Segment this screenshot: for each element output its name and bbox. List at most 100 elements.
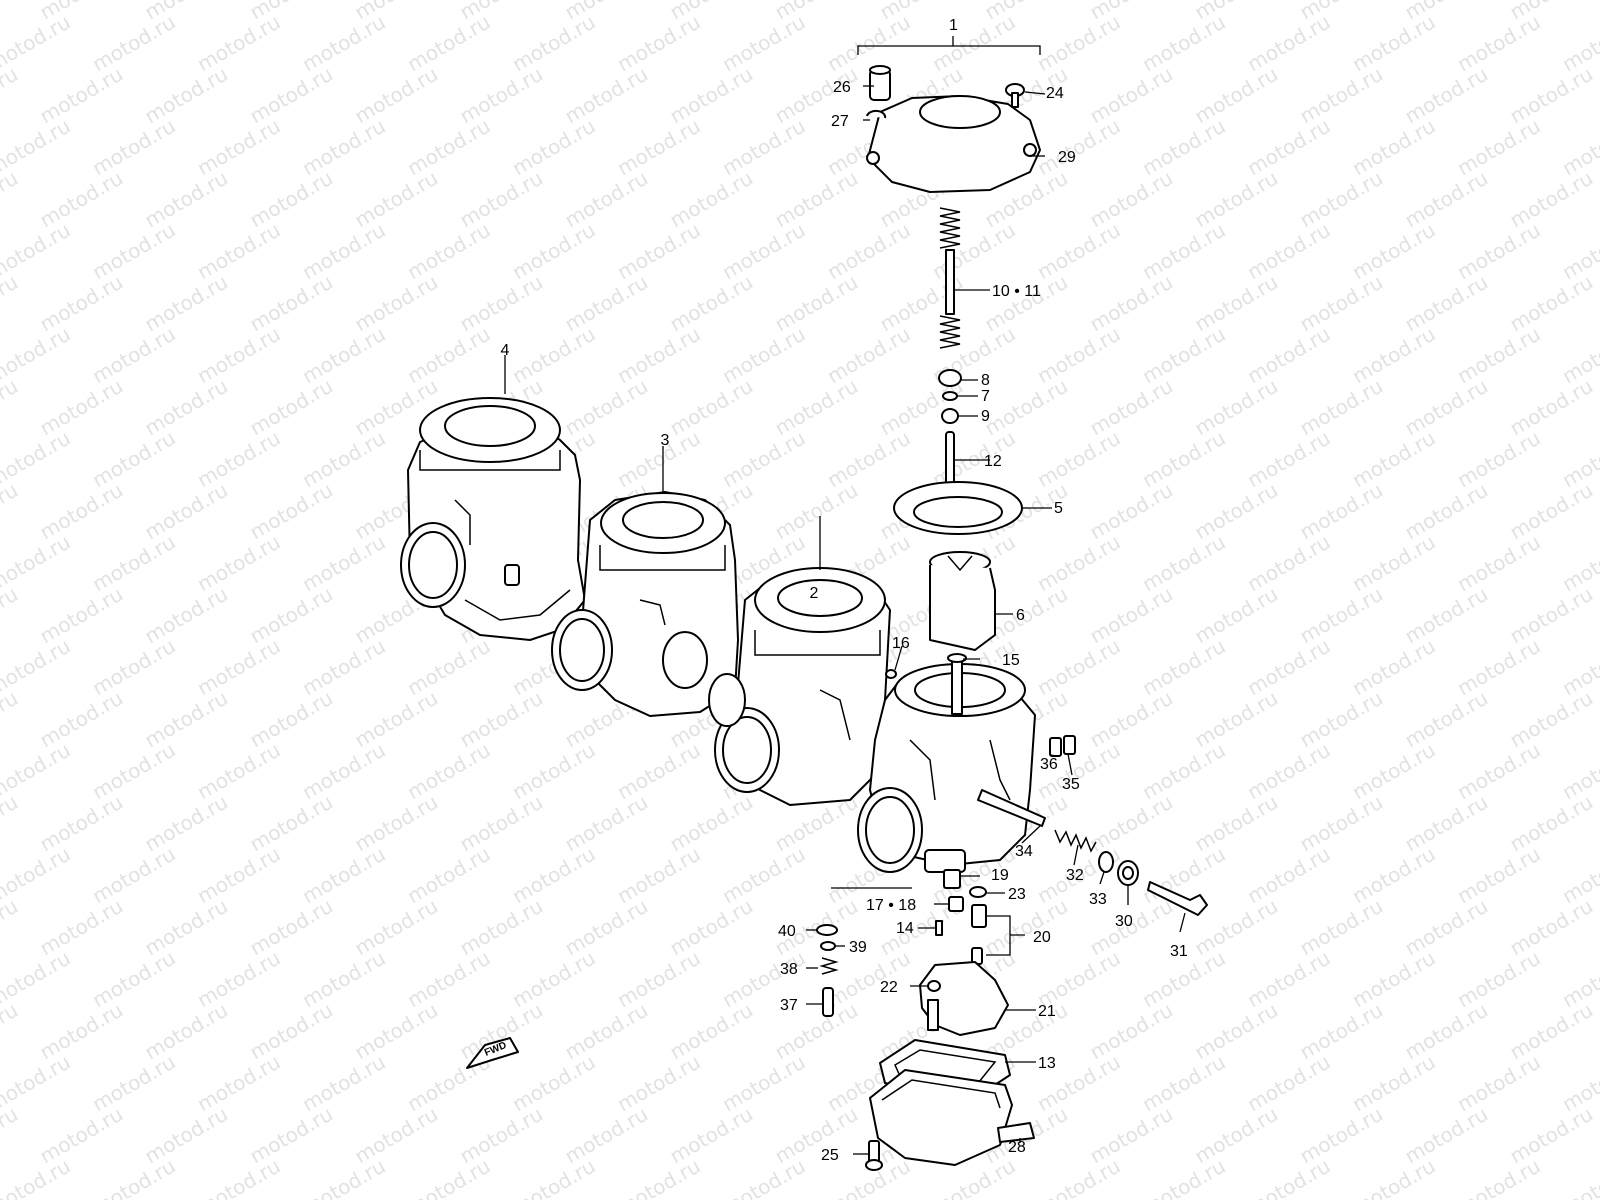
callout-27: 27: [831, 113, 849, 130]
watermark-text: motod.ru: [1191, 62, 1282, 129]
watermark-text: motod.ru: [508, 1154, 599, 1200]
callout-7: 7: [981, 388, 990, 405]
watermark-text: motod.ru: [193, 634, 284, 701]
watermark-text: motod.ru: [1138, 634, 1229, 701]
watermark-text: motod.ru: [1506, 374, 1597, 441]
watermark-text: motod.ru: [1453, 738, 1544, 805]
watermark-text: motod.ru: [1243, 10, 1334, 77]
watermark-text: motod.ru: [298, 738, 389, 805]
watermark-text: motod.ru: [403, 10, 494, 77]
callout-4: 4: [501, 342, 510, 359]
watermark-text: motod.ru: [1191, 790, 1282, 857]
watermark-text: motod.ru: [1243, 322, 1334, 389]
screw-24: [1005, 83, 1025, 108]
watermark-text: motod.ru: [1453, 1154, 1544, 1200]
watermark-text: motod.ru: [1453, 218, 1544, 285]
watermark-text: motod.ru: [1296, 62, 1387, 129]
watermark-text: motod.ru: [508, 842, 599, 909]
watermark-text: motod.ru: [1296, 998, 1387, 1065]
watermark-text: motod.ru: [1296, 478, 1387, 545]
watermark-text: motod.ru: [1296, 374, 1387, 441]
watermark-text: motod.ru: [1191, 582, 1282, 649]
watermark-text: motod.ru: [1086, 62, 1177, 129]
watermark-text: motod.ru: [1558, 1154, 1600, 1200]
top-cover-29: [866, 95, 1041, 193]
watermark-text: motod.ru: [351, 1102, 442, 1169]
watermark-text: motod.ru: [718, 1154, 809, 1200]
watermark-text: motod.ru: [1086, 582, 1177, 649]
watermark-text: motod.ru: [1086, 374, 1177, 441]
watermark-text: motod.ru: [1033, 1154, 1124, 1200]
watermark-text: motod.ru: [0, 1154, 74, 1200]
watermark-text: motod.ru: [508, 1050, 599, 1117]
watermark-text: motod.ru: [1401, 374, 1492, 441]
watermark-text: motod.ru: [1453, 322, 1544, 389]
watermark-text: motod.ru: [36, 790, 127, 857]
watermark-text: motod.ru: [1138, 1050, 1229, 1117]
watermark-text: motod.ru: [1401, 894, 1492, 961]
callout-20: 20: [1033, 929, 1051, 946]
watermark-text: motod.ru: [351, 686, 442, 753]
callout-13: 13: [1038, 1055, 1056, 1072]
watermark-text: motod.ru: [1453, 426, 1544, 493]
watermark-text: motod.ru: [246, 582, 337, 649]
watermark-text: motod.ru: [718, 1050, 809, 1117]
callout-12: 12: [984, 453, 1002, 470]
watermark-text: motod.ru: [1243, 946, 1334, 1013]
watermark-text: motod.ru: [666, 894, 757, 961]
watermark-text: motod.ru: [0, 790, 22, 857]
watermark-text: motod.ru: [193, 738, 284, 805]
watermark-text: motod.ru: [613, 738, 704, 805]
callout-17-18: 17 • 18: [866, 897, 916, 914]
watermark-text: motod.ru: [193, 114, 284, 181]
watermark-text: motod.ru: [771, 374, 862, 441]
screw-35: [1063, 735, 1076, 755]
watermark-text: motod.ru: [718, 322, 809, 389]
watermark-text: motod.ru: [351, 166, 442, 233]
callout-26: 26: [833, 79, 851, 96]
watermark-text: motod.ru: [1191, 166, 1282, 233]
watermark-text: motod.ru: [1033, 10, 1124, 77]
watermark-text: motod.ru: [88, 426, 179, 493]
watermark-text: motod.ru: [1401, 62, 1492, 129]
watermark-text: motod.ru: [141, 374, 232, 441]
watermark-text: motod.ru: [246, 998, 337, 1065]
watermark-text: motod.ru: [246, 62, 337, 129]
watermark-text: motod.ru: [1086, 270, 1177, 337]
watermark-text: motod.ru: [1296, 1102, 1387, 1169]
callout-19: 19: [991, 867, 1009, 884]
watermark-text: motod.ru: [1348, 10, 1439, 77]
screw-31: [1147, 881, 1208, 916]
watermark-text: motod.ru: [1243, 1154, 1334, 1200]
watermark-text: motod.ru: [456, 1102, 547, 1169]
watermark-text: motod.ru: [456, 894, 547, 961]
callout-29: 29: [1058, 149, 1076, 166]
watermark-text: motod.ru: [403, 218, 494, 285]
watermark-text: motod.ru: [141, 62, 232, 129]
callout-32: 32: [1066, 867, 1084, 884]
watermark-text: motod.ru: [1348, 218, 1439, 285]
callout-30: 30: [1115, 913, 1133, 930]
watermark-text: motod.ru: [193, 322, 284, 389]
float-21: [919, 961, 1009, 1036]
watermark-text: motod.ru: [403, 842, 494, 909]
callout-10-11: 10 • 11: [992, 283, 1041, 300]
watermark-text: motod.ru: [1033, 426, 1124, 493]
watermark-text: motod.ru: [561, 374, 652, 441]
watermark-text: motod.ru: [0, 686, 22, 753]
watermark-text: motod.ru: [1086, 686, 1177, 753]
watermark-text: motod.ru: [1033, 530, 1124, 597]
watermark-text: motod.ru: [456, 62, 547, 129]
clip-27: [866, 109, 887, 119]
watermark-text: motod.ru: [246, 270, 337, 337]
watermark-text: motod.ru: [1138, 1154, 1229, 1200]
watermark-text: motod.ru: [1191, 478, 1282, 545]
watermark-text: motod.ru: [1348, 946, 1439, 1013]
watermark-text: motod.ru: [508, 946, 599, 1013]
watermark-text: motod.ru: [0, 374, 22, 441]
watermark-text: motod.ru: [1348, 530, 1439, 597]
watermark-text: motod.ru: [666, 62, 757, 129]
watermark-text: motod.ru: [456, 270, 547, 337]
watermark-text: motod.ru: [403, 1154, 494, 1200]
watermark-text: motod.ru: [1033, 634, 1124, 701]
